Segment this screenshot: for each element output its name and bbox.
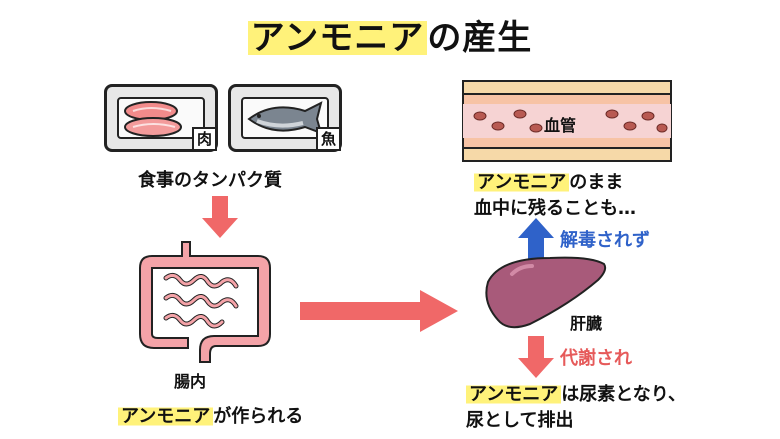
blood-caption-line2: 血中に残ることも… (474, 198, 636, 219)
urine-caption-highlight: アンモニア (466, 384, 562, 405)
page-title: アンモニアの産生 (0, 10, 780, 59)
detox-failed-label: 解毒されず (560, 230, 650, 251)
liver-icon (485, 256, 607, 329)
vessel-label: 血管 (544, 116, 577, 135)
blood-caption-highlight: アンモニア (474, 172, 570, 193)
food-caption: 食事のタンパク質 (138, 170, 282, 191)
intestine-caption-rest: が作られる (213, 406, 304, 427)
intestine-label: 腸内 (174, 372, 207, 391)
fish-tray: 魚 (228, 84, 342, 152)
title-rest: の産生 (427, 18, 533, 58)
fish-icon (247, 101, 323, 135)
blood-caption-line1: アンモニアのまま (474, 168, 623, 194)
blood-vessel-icon (462, 80, 672, 162)
meat-icon (124, 101, 182, 137)
title-highlight: アンモニア (247, 18, 428, 58)
urine-caption-line1: アンモニアは尿素となり、 (466, 380, 686, 406)
right-arrow-icon (300, 290, 458, 332)
intestine-caption-highlight: アンモニア (118, 406, 214, 427)
down-arrow-liver-icon (518, 336, 554, 378)
blood-caption-rest: のまま (569, 172, 624, 193)
down-arrow-icon (202, 196, 238, 238)
meat-tag: 肉 (191, 127, 217, 151)
meat-tray: 肉 (104, 84, 218, 152)
intestine-icon (139, 241, 271, 363)
liver-label: 肝臓 (570, 314, 603, 333)
urine-caption-rest: は尿素となり、 (561, 384, 687, 405)
intestine-caption: アンモニアが作られる (118, 402, 303, 428)
fish-tag: 魚 (315, 127, 341, 151)
urine-caption-line2: 尿として排出 (466, 410, 574, 431)
metabolized-label: 代謝され (560, 348, 632, 369)
up-arrow-icon (518, 218, 554, 260)
